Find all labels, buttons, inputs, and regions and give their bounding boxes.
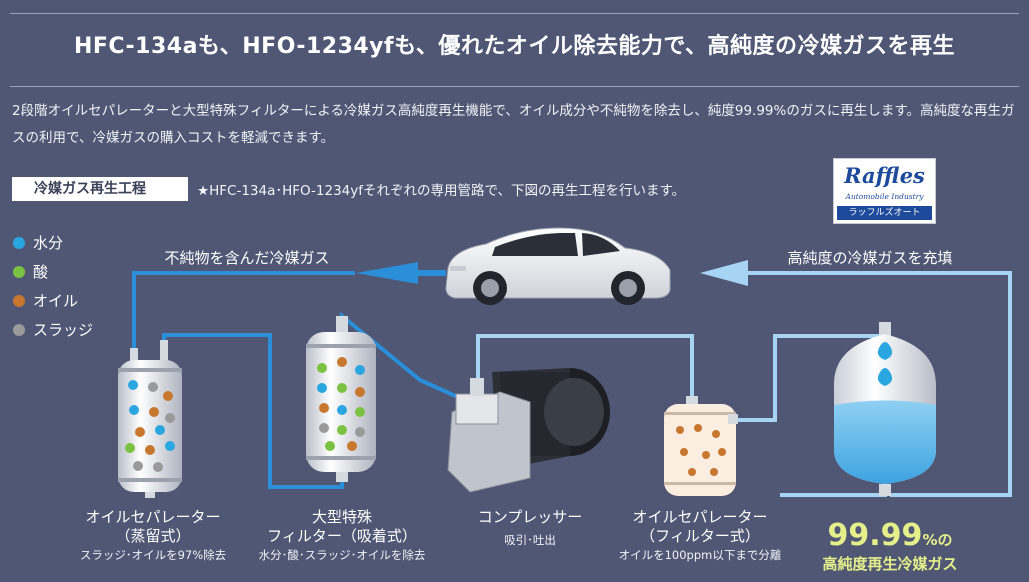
purity-suffix: %の	[922, 531, 953, 549]
caption-note: オイルを100ppm以下まで分離	[618, 548, 782, 562]
purity-number: 99.99	[827, 518, 923, 553]
water-dot-icon	[13, 236, 25, 249]
separator-filter-caption: オイルセパレーター （フィルター式） オイルを100ppm以下まで分離	[600, 508, 800, 564]
legend-label: 酸	[33, 263, 49, 281]
caption-note: 吸引･吐出	[504, 533, 556, 547]
legend-label: スラッジ	[33, 321, 94, 339]
process-note: ★HFC-134a･HFO-1234yfそれぞれの専用管路で、下図の再生工程を行…	[197, 183, 686, 199]
separator2-particles	[676, 424, 726, 476]
pure-gas-pipe	[748, 271, 1012, 497]
raffles-logo: Raffles Automobile Industry ラッフルズオート	[833, 158, 936, 224]
legend-label: オイル	[33, 292, 79, 310]
pure-gas-label: 高純度の冷媒ガスを充填	[787, 249, 952, 267]
filter-caption: 大型特殊 フィルター（吸着式） 水分･酸･スラッジ･オイルを除去	[247, 508, 437, 564]
caption-note: スラッジ･オイルを97%除去	[79, 548, 227, 562]
description-text: 2段階オイルセパレーターと大型特殊フィルターによる冷媒ガス高純度再生機能で、オイ…	[12, 103, 1015, 146]
headline-divider	[10, 86, 1019, 87]
logo-subtitle: Automobile Industry	[845, 192, 924, 201]
caption-line2: （蒸留式）	[115, 527, 191, 545]
separator1-particles	[125, 380, 175, 472]
legend-item-water: 水分	[13, 228, 93, 257]
caption-line1: オイルセパレーター	[632, 508, 768, 526]
caption-line2: （フィルター式）	[640, 527, 760, 545]
pure-gas-tank-icon	[833, 322, 937, 496]
compressor-icon	[447, 368, 610, 493]
legend: 水分 酸 オイル スラッジ	[13, 228, 93, 344]
legend-item-oil: オイル	[13, 286, 93, 315]
logo-bar: ラッフルズオート	[837, 206, 932, 220]
legend-item-sludge: スラッジ	[13, 315, 93, 344]
oil-separator-filter-icon	[664, 396, 738, 496]
sludge-dot-icon	[13, 323, 25, 336]
caption-line1: 大型特殊	[311, 508, 372, 526]
legend-label: 水分	[33, 234, 64, 252]
acid-dot-icon	[13, 265, 25, 278]
top-divider	[10, 13, 1019, 14]
oil-dot-icon	[13, 294, 25, 307]
caption-line1: コンプレッサー	[477, 508, 583, 526]
caption-line2: フィルター（吸着式）	[267, 527, 417, 545]
caption-note: 水分･酸･スラッジ･オイルを除去	[258, 548, 426, 562]
filter-particles	[317, 357, 365, 451]
purity-label: 高純度再生冷媒ガス	[822, 555, 958, 573]
oil-separator-distill-icon	[118, 340, 182, 498]
pure-flow-arrow-icon	[700, 260, 748, 286]
large-filter-icon	[306, 316, 376, 482]
process-section-label: 冷媒ガス再生工程	[12, 177, 188, 201]
separator-distill-caption: オイルセパレーター （蒸留式） スラッジ･オイルを97%除去	[68, 508, 238, 564]
impure-flow-arrow-icon	[356, 262, 446, 284]
purity-callout: 99.99%の 高純度再生冷媒ガス	[810, 518, 970, 574]
impure-gas-pipe	[132, 271, 461, 489]
car-icon	[445, 227, 671, 305]
logo-brand: Raffles	[844, 163, 925, 188]
impure-gas-label: 不純物を含んだ冷媒ガス	[164, 249, 329, 267]
legend-item-acid: 酸	[13, 257, 93, 286]
compressor-caption: コンプレッサー 吸引･吐出	[460, 508, 600, 549]
caption-line1: オイルセパレーター	[85, 508, 221, 526]
page-headline: HFC-134aも、HFO-1234yfも、優れたオイル除去能力で、高純度の冷媒…	[73, 34, 956, 59]
